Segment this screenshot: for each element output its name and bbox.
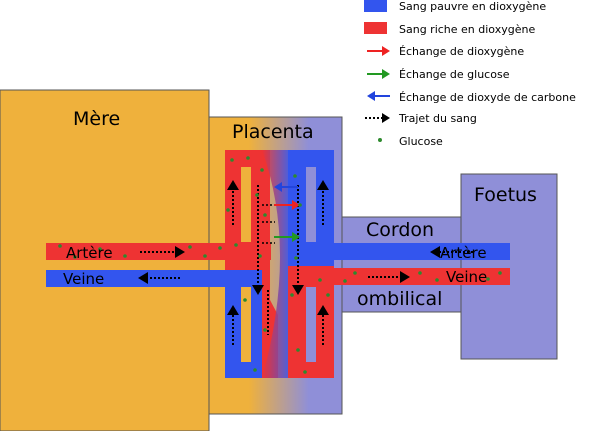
glucose-exchange-arrow bbox=[274, 232, 300, 242]
mother-label: Mère bbox=[73, 108, 120, 130]
blood-path-arrows bbox=[140, 185, 473, 345]
umbilical-artery-label: Artère bbox=[440, 244, 487, 262]
maternal-u-gap-top bbox=[241, 167, 251, 242]
o2-exchange-arrow bbox=[274, 200, 300, 210]
legend-label-co2: Échange de dioxyde de carbone bbox=[399, 91, 576, 104]
fetus-block bbox=[460, 173, 558, 360]
umbilical-label: ombilical bbox=[357, 288, 442, 310]
legend-blood-path-icon bbox=[365, 113, 390, 123]
legend-glucose-dot-icon bbox=[378, 138, 382, 142]
maternal-vein-label: Veine bbox=[63, 270, 104, 288]
legend-label-glucose-exchange: Échange de glucose bbox=[399, 68, 510, 81]
legend-label-path: Trajet du sang bbox=[398, 112, 477, 125]
mother-block bbox=[0, 89, 210, 431]
legend-label-glucose: Glucose bbox=[399, 135, 443, 148]
legend-co2-arrow-icon bbox=[367, 91, 390, 101]
legend-glucose-arrow-icon bbox=[367, 69, 390, 79]
maternal-artery-label: Artère bbox=[66, 244, 113, 262]
fetus-label: Foetus bbox=[474, 184, 537, 206]
placenta-exchange-zone bbox=[262, 150, 290, 378]
legend-label-o2: Échange de dioxygène bbox=[399, 45, 524, 58]
legend-swatch-poor bbox=[364, 0, 387, 12]
maternal-artery bbox=[46, 243, 271, 260]
maternal-u-gap-bottom bbox=[241, 287, 251, 362]
umbilical-artery bbox=[290, 243, 510, 260]
legend-label-rich: Sang riche en dioxygène bbox=[399, 23, 535, 36]
fetal-u-gap-bottom bbox=[306, 287, 316, 362]
legend-o2-arrow-icon bbox=[367, 46, 390, 56]
cord-label: Cordon bbox=[366, 219, 434, 241]
blood-path-arrowheads bbox=[138, 180, 440, 315]
placenta-label: Placenta bbox=[232, 121, 314, 143]
legend-label-poor: Sang pauvre en dioxygène bbox=[399, 0, 546, 13]
co2-exchange-arrow bbox=[274, 182, 298, 192]
legend-swatch-rich bbox=[364, 22, 387, 34]
cord-block bbox=[341, 216, 462, 313]
legend: Sang pauvre en dioxygène Sang riche en d… bbox=[364, 0, 576, 148]
glucose-dots bbox=[58, 156, 502, 374]
fetal-u-gap-top bbox=[306, 167, 316, 242]
umbilical-vein-label: Veine bbox=[446, 268, 487, 286]
